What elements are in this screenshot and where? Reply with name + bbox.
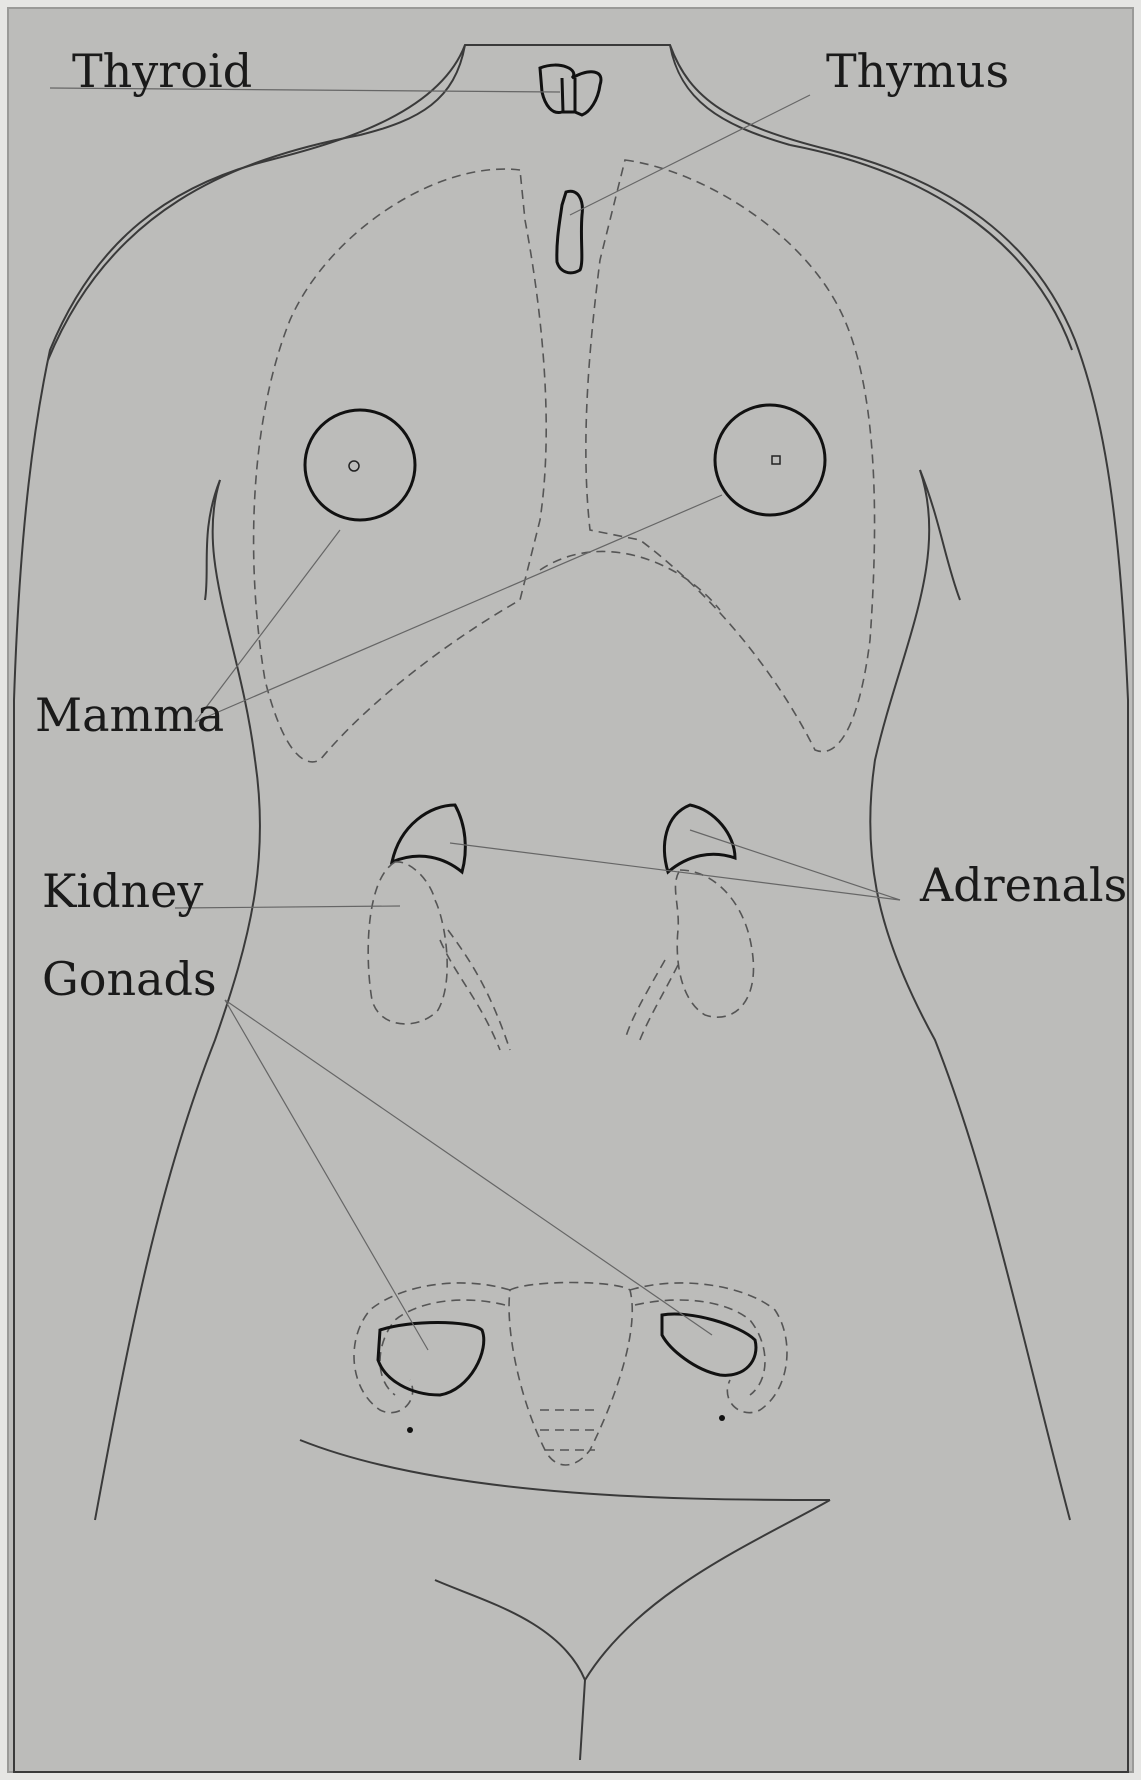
mamma-label: Mamma [35, 692, 224, 738]
right-ovary-dot [719, 1415, 725, 1421]
thyroid-label: Thyroid [72, 48, 252, 94]
kidney-label: Kidney [42, 868, 203, 914]
gonads-label: Gonads [42, 956, 217, 1002]
left-ovary-dot [407, 1427, 413, 1433]
adrenals-label: Adrenals [920, 862, 1127, 908]
thymus-label: Thymus [826, 48, 1009, 94]
